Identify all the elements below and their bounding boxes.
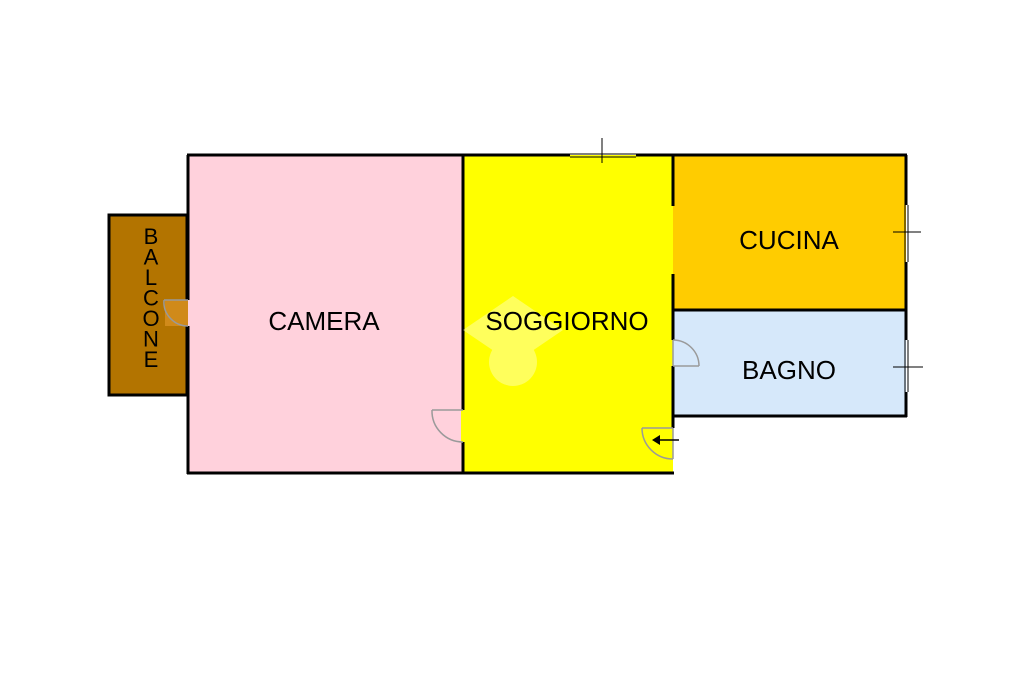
walls xyxy=(186,153,908,475)
room-camera xyxy=(188,155,463,473)
balcone-letter: L xyxy=(145,265,157,290)
room-bagno xyxy=(673,310,906,415)
room-label-cucina: CUCINA xyxy=(739,225,839,255)
room-label-bagno: BAGNO xyxy=(742,355,836,385)
balcone-letter: N xyxy=(143,327,159,352)
balcone-letter: B xyxy=(144,224,159,249)
balcone-letter: O xyxy=(142,306,159,331)
room-soggiorno xyxy=(463,155,673,473)
windows xyxy=(570,138,923,392)
balcone-letter: C xyxy=(143,286,159,311)
balcone-letter: E xyxy=(144,347,159,372)
room-label-soggiorno: SOGGIORNO xyxy=(485,306,648,336)
entrance-arrow-icon xyxy=(652,435,679,445)
room-cucina xyxy=(673,155,906,310)
doors xyxy=(163,299,700,460)
balcone-letter: A xyxy=(144,245,159,270)
room-label-camera: CAMERA xyxy=(268,306,380,336)
watermark-logo xyxy=(463,296,563,386)
